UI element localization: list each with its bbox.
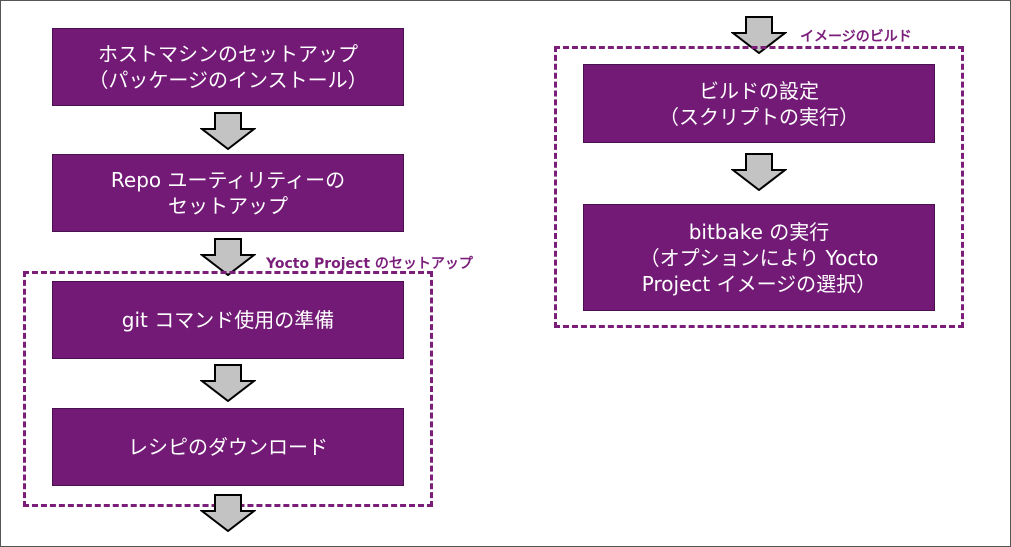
bitbake-run-step: bitbake の実行 （オプションにより Yocto Project イメージ… [583, 204, 935, 311]
down-arrow-3 [200, 364, 256, 402]
down-arrow-2 [200, 238, 256, 276]
down-arrow-6 [731, 153, 787, 191]
image-build-group-label: イメージのビルド [800, 29, 912, 45]
down-arrow-4 [200, 494, 256, 532]
host-setup-step: ホストマシンのセットアップ （パッケージのインストール） [52, 28, 404, 106]
recipe-download-step: レシピのダウンロード [52, 408, 404, 486]
down-arrow-1 [200, 112, 256, 150]
build-config-step: ビルドの設定 （スクリプトの実行） [583, 64, 935, 143]
yocto-setup-group-label: Yocto Project のセットアップ [266, 256, 473, 272]
git-prep-step: git コマンド使用の準備 [52, 281, 404, 359]
repo-setup-step: Repo ユーティリティーの セットアップ [52, 154, 404, 232]
image-build-group [554, 46, 964, 328]
down-arrow-5 [731, 16, 787, 54]
